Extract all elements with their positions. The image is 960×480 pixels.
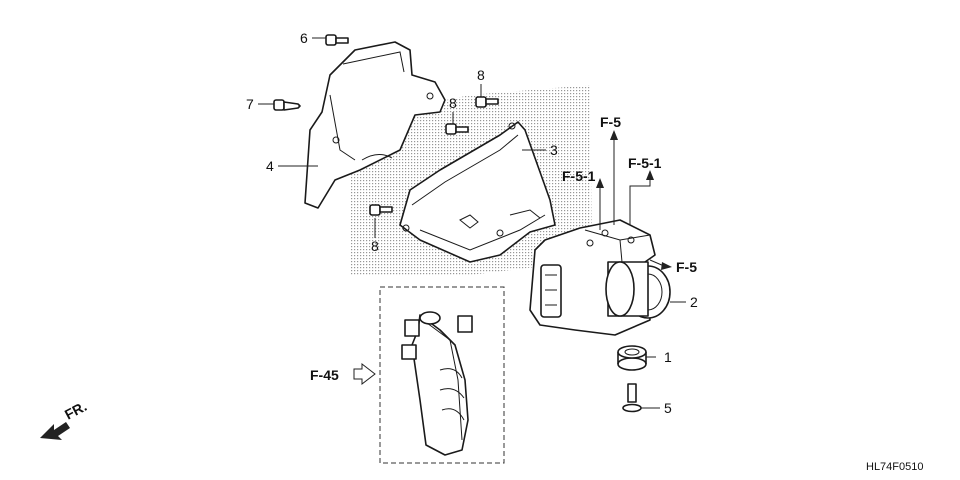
ref-f5-right[interactable]: F-5: [676, 259, 697, 275]
collar-bolt-part: [622, 383, 642, 413]
f45-arrow-icon: [353, 362, 376, 386]
bolt-6-part: [325, 34, 349, 46]
bolt-8b-part: [445, 123, 469, 135]
f5-top-arrow-icon: [610, 130, 618, 140]
callout-8c: 8: [371, 238, 379, 254]
abs-modulator-part: [529, 219, 671, 336]
ref-f5-1-left[interactable]: F-5-1: [562, 168, 596, 184]
f5-1-right-leader: [629, 178, 651, 225]
callout-1: 1: [664, 349, 672, 365]
front-arrow-icon: [40, 422, 70, 440]
bolt-7-part: [273, 99, 301, 111]
f5-right-arrow-icon: [661, 262, 672, 270]
bolt-8c-part: [369, 204, 393, 216]
callout-4: 4: [266, 158, 274, 174]
callout-8a: 8: [477, 67, 485, 83]
diagram-code: HL74F0510: [866, 461, 924, 473]
ref-f5-top[interactable]: F-5: [600, 114, 621, 130]
ref-f5-1-right[interactable]: F-5-1: [628, 155, 662, 171]
inset-detail-box: [379, 286, 505, 464]
side-cover-part: [304, 41, 446, 209]
callout-8b: 8: [449, 95, 457, 111]
grommet-part: [617, 345, 647, 371]
front-label: FR.: [62, 398, 89, 423]
callout-3: 3: [550, 142, 558, 158]
callout-7: 7: [246, 96, 254, 112]
brake-pipe-assembly: [401, 311, 473, 456]
modulator-bracket-part: [399, 121, 556, 263]
callout-2: 2: [690, 294, 698, 310]
ref-f45[interactable]: F-45: [310, 367, 339, 383]
f5-1-right-arrow-icon: [646, 170, 654, 180]
callout-6: 6: [300, 30, 308, 46]
callout-5: 5: [664, 400, 672, 416]
f5-1-left-arrow-icon: [596, 178, 604, 188]
